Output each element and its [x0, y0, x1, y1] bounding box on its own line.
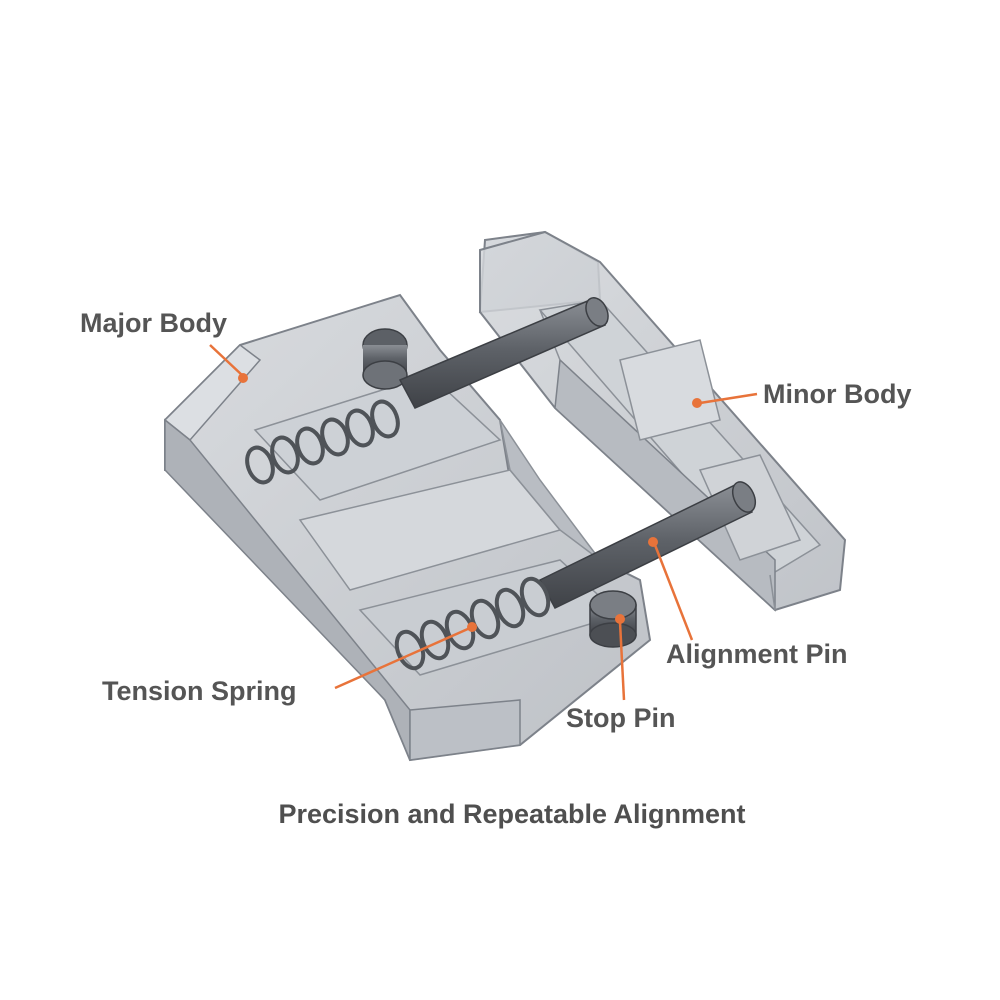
major-body-bottom-bevel [409, 699, 521, 761]
minor-body-dot [692, 398, 702, 408]
stop-pin-dot [615, 614, 625, 624]
diagram-caption: Precision and Repeatable Alignment [278, 799, 745, 829]
tension-spring-dot [467, 622, 477, 632]
alignment-pin-label: Alignment Pin [666, 639, 848, 669]
alignment-pin-leader [653, 544, 694, 641]
upper-stop-pin [362, 328, 408, 390]
upper-tension-spring [245, 399, 400, 485]
minor-body-notch-upper [619, 339, 721, 441]
upper-alignment-pin [398, 297, 609, 409]
leader-lines [209, 344, 758, 701]
lower-tension-spring [394, 576, 551, 671]
minor-body-side-face [554, 358, 776, 612]
major-body-leader [209, 344, 244, 377]
lower-alignment-pin [538, 481, 757, 609]
alignment-pin-dot [648, 537, 658, 547]
tension-spring-leader [334, 626, 471, 690]
upper-pin-assembly [245, 297, 609, 485]
lower-pin-assembly [394, 481, 757, 671]
major-body-dot [238, 373, 248, 383]
tension-spring-label: Tension Spring [102, 676, 297, 706]
major-body [163, 293, 652, 762]
stop-pin-label: Stop Pin [566, 703, 676, 733]
major-body-label: Major Body [80, 308, 227, 338]
lower-stop-pin [589, 590, 637, 648]
minor-body-label: Minor Body [763, 379, 912, 409]
major-body-right-step [499, 419, 601, 561]
major-body-top-channel [253, 374, 502, 501]
stop-pin-leader [618, 621, 626, 701]
minor-body-leader [699, 392, 758, 405]
